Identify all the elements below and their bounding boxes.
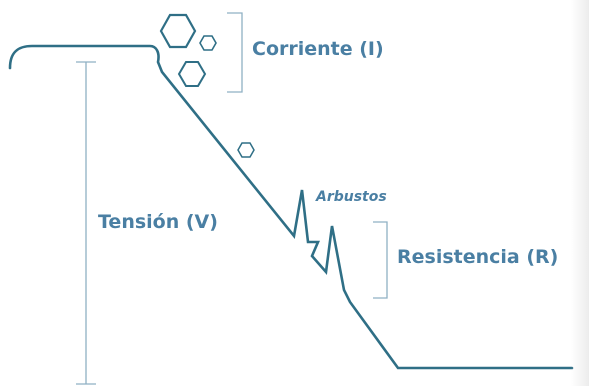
resistance-label: Resistencia (R) xyxy=(397,246,559,268)
current-label: Corriente (I) xyxy=(252,38,384,60)
voltage-measure-line xyxy=(76,61,96,385)
hexagon-rock-icon xyxy=(177,61,207,87)
hexagon-rock-icon xyxy=(237,142,255,158)
current-bracket xyxy=(227,12,243,93)
hexagon-rock-icon xyxy=(159,13,197,49)
shrubs-label: Arbustos xyxy=(316,189,387,205)
terrain-slope-line xyxy=(8,44,574,370)
voltage-label: Tensión (V) xyxy=(98,211,218,233)
resistance-bracket xyxy=(373,221,388,299)
hexagon-rock-icon xyxy=(199,35,217,51)
edge-shadow xyxy=(571,0,589,386)
